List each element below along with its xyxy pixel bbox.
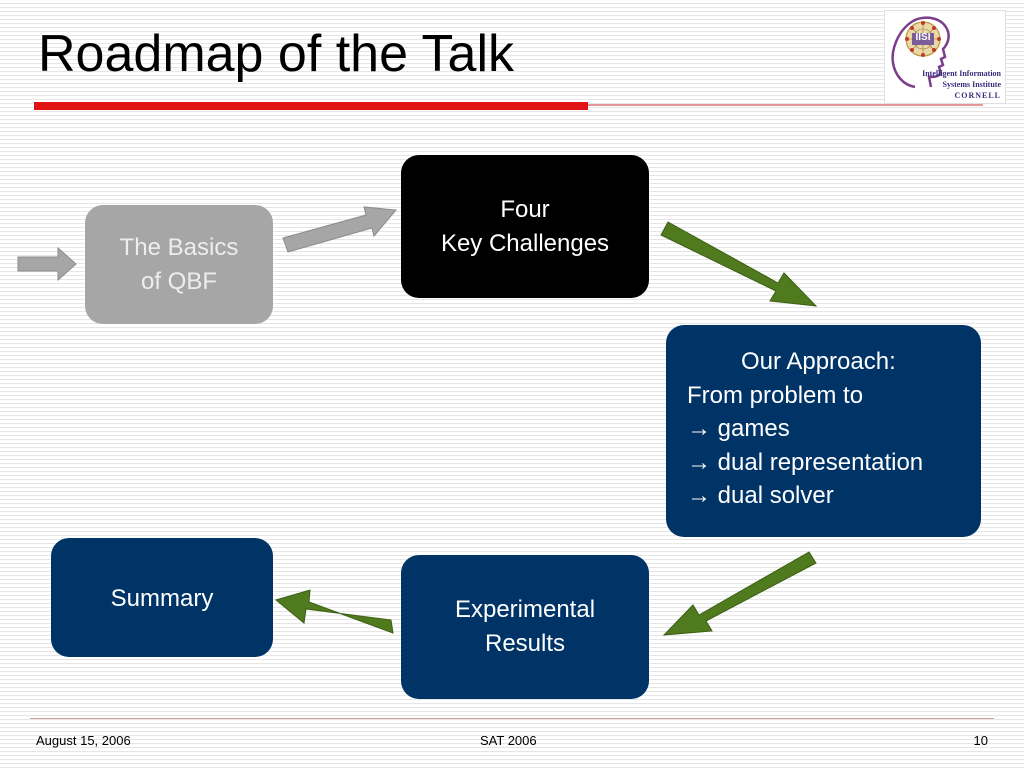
logo-line3: CORNELL	[954, 91, 1001, 100]
title-underline-thin	[588, 104, 983, 106]
approach-line5: → dual solver	[687, 482, 834, 510]
approach-line1: Our Approach:	[741, 348, 896, 375]
challenges-box: Four Key Challenges	[401, 155, 649, 298]
approach-line3: → games	[687, 415, 790, 443]
arrow-challenges-to-approach-icon	[660, 221, 818, 307]
footer-page-number: 10	[973, 733, 988, 748]
arrow-results-to-summary-icon	[274, 589, 394, 634]
results-box: Experimental Results	[401, 555, 649, 699]
arrow-approach-to-results-icon	[662, 551, 817, 636]
challenges-line1: Four	[500, 196, 550, 223]
results-line1: Experimental	[454, 596, 596, 624]
summary-line1: Summary	[110, 585, 214, 612]
logo-line2: Systems Institute	[942, 80, 1001, 89]
approach-box: Our Approach: From problem to → games → …	[666, 325, 981, 537]
title-underline-red	[34, 102, 588, 110]
summary-box: Summary	[51, 538, 273, 657]
slide-title: Roadmap of the Talk	[38, 25, 514, 83]
footer-conference: SAT 2006	[480, 733, 537, 748]
challenges-line2: Key Challenges	[440, 229, 610, 257]
basics-box: The Basics of QBF	[85, 205, 273, 324]
approach-line2: From problem to	[687, 381, 864, 409]
iisi-logo: IISI Intelligent Information Systems Ins…	[884, 10, 1006, 104]
basics-line2: of QBF	[140, 267, 218, 295]
footer-date: August 15, 2006	[36, 733, 131, 748]
results-line2: Results	[484, 630, 566, 657]
head-silhouette-icon	[891, 16, 950, 89]
logo-badge: IISI	[915, 32, 931, 43]
approach-line4: → dual representation	[687, 448, 924, 476]
footer-divider	[30, 718, 994, 719]
entry-arrow-icon	[17, 246, 77, 282]
logo-line1: Intelligent Information	[922, 69, 1001, 78]
basics-line1: The Basics	[119, 233, 239, 261]
arrow-basics-to-challenges-icon	[282, 206, 398, 253]
